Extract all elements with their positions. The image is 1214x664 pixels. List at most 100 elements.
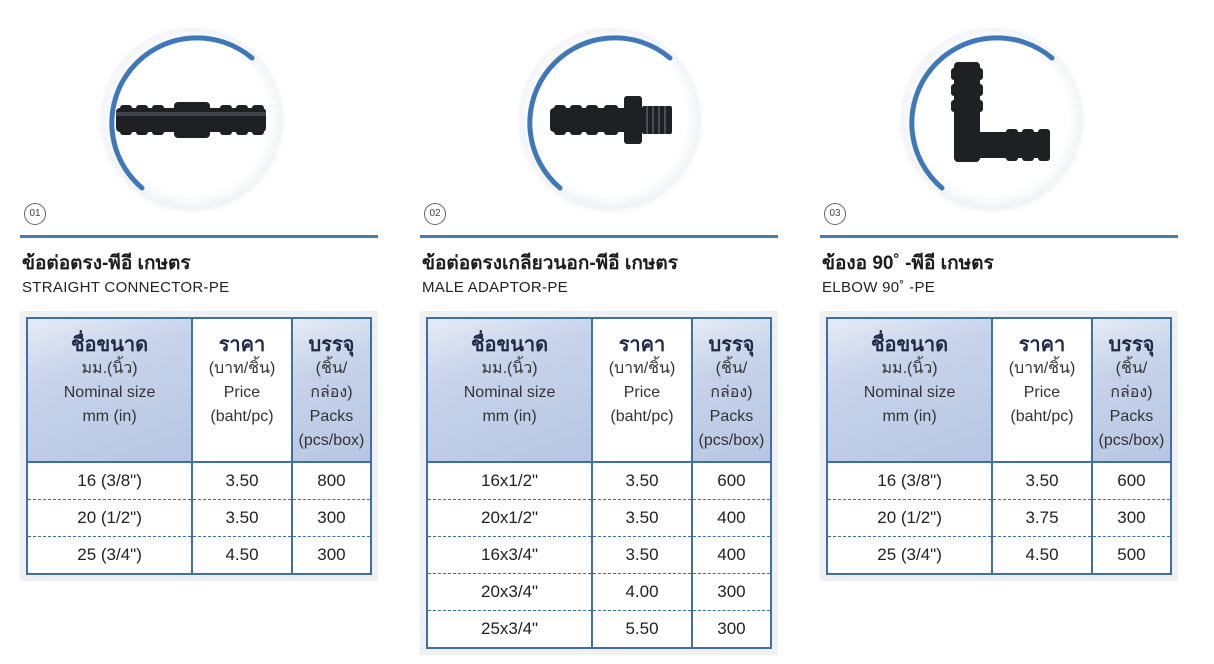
header-size: ชื่อขนาด มม.(นิ้ว) Nominal size mm (in) [825,317,994,463]
cell-price: 3.50 [191,499,293,537]
product-title-thai: ข้อต่อตรงเกลียวนอก-พีอี เกษตร [422,253,678,274]
product-card-straight-connector: 01 ข้อต่อตรง-พีอี เกษตร STRAIGHT CONNECT… [20,0,380,664]
header-pack-english-unit: (pcs/box) [698,432,765,449]
product-title-english: MALE ADAPTOR-PE [422,279,568,296]
header-price-english-unit: (baht/pc) [210,408,274,425]
price-table: ชื่อขนาด มม.(นิ้ว) Nominal size mm (in) … [825,317,1173,575]
cell-size: 20 (1/2") [825,499,994,537]
cell-size: 16 (3/8") [825,462,994,500]
header-price-thai: ราคา [218,334,266,356]
price-table: ชื่อขนาด มม.(นิ้ว) Nominal size mm (in) … [25,317,373,575]
header-size-english-unit: mm (in) [82,408,137,425]
table-row: 25 (3/4") 4.50 300 [25,536,373,575]
header-pack-english: Packs [309,408,354,425]
title-divider [820,235,1178,238]
header-pack: บรรจุ (ชิ้น/กล่อง) Packs (pcs/box) [690,317,773,463]
header-size-english-unit: mm (in) [882,408,937,425]
header-size-thai: ชื่อขนาด [470,334,549,356]
table-row: 25 (3/4") 4.50 500 [825,536,1173,575]
header-pack-unit: (ชิ้น/กล่อง) [310,360,353,401]
header-size-english: Nominal size [63,384,156,401]
cell-size: 20 (1/2") [25,499,194,537]
cell-pack: 300 [690,573,773,611]
header-size-thai: ชื่อขนาด [70,334,149,356]
header-pack-unit: (ชิ้น/กล่อง) [710,360,753,401]
cell-pack: 300 [690,610,773,649]
cell-size: 16x3/4" [425,536,594,574]
header-pack-unit: (ชิ้น/กล่อง) [1110,360,1153,401]
cell-price: 3.75 [991,499,1093,537]
elbow-icon [909,35,1055,191]
cell-price: 4.50 [191,536,293,575]
cell-size: 16 (3/8") [25,462,194,500]
cell-price: 3.50 [591,462,693,500]
cell-size: 20x1/2" [425,499,594,537]
price-table-container: ชื่อขนาด มม.(นิ้ว) Nominal size mm (in) … [20,311,378,581]
header-pack-thai: บรรจุ [308,334,355,356]
table-row: 16 (3/8") 3.50 800 [25,462,373,500]
cell-size: 25 (3/4") [25,536,194,575]
cell-price: 5.50 [591,610,693,649]
cell-price: 4.50 [991,536,1093,575]
cell-pack: 600 [690,462,773,500]
price-table: ชื่อขนาด มม.(นิ้ว) Nominal size mm (in) … [425,317,773,649]
product-title-thai: ข้องอ 90˚ -พีอี เกษตร [822,253,994,274]
cell-pack: 300 [1090,499,1173,537]
product-number-badge: 01 [24,203,46,225]
male-adaptor-icon [527,35,673,191]
header-size-unit: มม.(นิ้ว) [881,360,938,377]
product-photo [520,28,700,208]
header-price-unit: (บาท/ชิ้น) [208,360,276,377]
cell-price: 3.50 [591,536,693,574]
product-photo [902,28,1082,208]
header-pack-english-unit: (pcs/box) [1098,432,1165,449]
cell-pack: 800 [290,462,373,500]
table-row: 16x3/4" 3.50 400 [425,536,773,574]
cell-pack: 300 [290,499,373,537]
product-title-english: STRAIGHT CONNECTOR-PE [22,279,230,296]
title-divider [20,235,378,238]
header-price-thai: ราคา [618,334,666,356]
header-pack-thai: บรรจุ [708,334,755,356]
header-pack-thai: บรรจุ [1108,334,1155,356]
header-price: ราคา (บาท/ชิ้น) Price (baht/pc) [591,317,693,463]
header-size-english-unit: mm (in) [482,408,537,425]
price-table-container: ชื่อขนาด มม.(นิ้ว) Nominal size mm (in) … [820,311,1178,581]
cell-price: 3.50 [191,462,293,500]
header-pack: บรรจุ (ชิ้น/กล่อง) Packs (pcs/box) [290,317,373,463]
table-header-row: ชื่อขนาด มม.(นิ้ว) Nominal size mm (in) … [425,317,773,463]
header-pack-english: Packs [709,408,754,425]
product-photo [102,28,282,208]
cell-price: 3.50 [991,462,1093,500]
product-number-badge: 02 [424,203,446,225]
header-size: ชื่อขนาด มม.(นิ้ว) Nominal size mm (in) [425,317,594,463]
header-pack-english: Packs [1109,408,1154,425]
price-table-container: ชื่อขนาด มม.(นิ้ว) Nominal size mm (in) … [420,311,778,655]
table-row: 20 (1/2") 3.75 300 [825,499,1173,537]
table-row: 20x3/4" 4.00 300 [425,573,773,611]
header-price-english-unit: (baht/pc) [610,408,674,425]
header-price-thai: ราคา [1018,334,1066,356]
header-size-thai: ชื่อขนาด [870,334,949,356]
title-divider [420,235,778,238]
product-card-elbow: 03 ข้องอ 90˚ -พีอี เกษตร ELBOW 90˚ -PE ช… [820,0,1180,664]
cell-size: 25x3/4" [425,610,594,649]
cell-price: 4.00 [591,573,693,611]
table-row: 16 (3/8") 3.50 600 [825,462,1173,500]
header-price-english: Price [1023,384,1061,401]
cell-size: 25 (3/4") [825,536,994,575]
table-header-row: ชื่อขนาด มม.(นิ้ว) Nominal size mm (in) … [25,317,373,463]
cell-pack: 400 [690,536,773,574]
header-size: ชื่อขนาด มม.(นิ้ว) Nominal size mm (in) [25,317,194,463]
product-number-badge: 03 [824,203,846,225]
table-header-row: ชื่อขนาด มม.(นิ้ว) Nominal size mm (in) … [825,317,1173,463]
header-price-english: Price [223,384,261,401]
cell-pack: 300 [290,536,373,575]
table-row: 25x3/4" 5.50 300 [425,610,773,649]
header-pack: บรรจุ (ชิ้น/กล่อง) Packs (pcs/box) [1090,317,1173,463]
header-pack-english-unit: (pcs/box) [298,432,365,449]
product-title-thai: ข้อต่อตรง-พีอี เกษตร [22,253,191,274]
product-card-male-adaptor: 02 ข้อต่อตรงเกลียวนอก-พีอี เกษตร MALE AD… [420,0,780,664]
table-row: 16x1/2" 3.50 600 [425,462,773,500]
header-price-unit: (บาท/ชิ้น) [1008,360,1076,377]
